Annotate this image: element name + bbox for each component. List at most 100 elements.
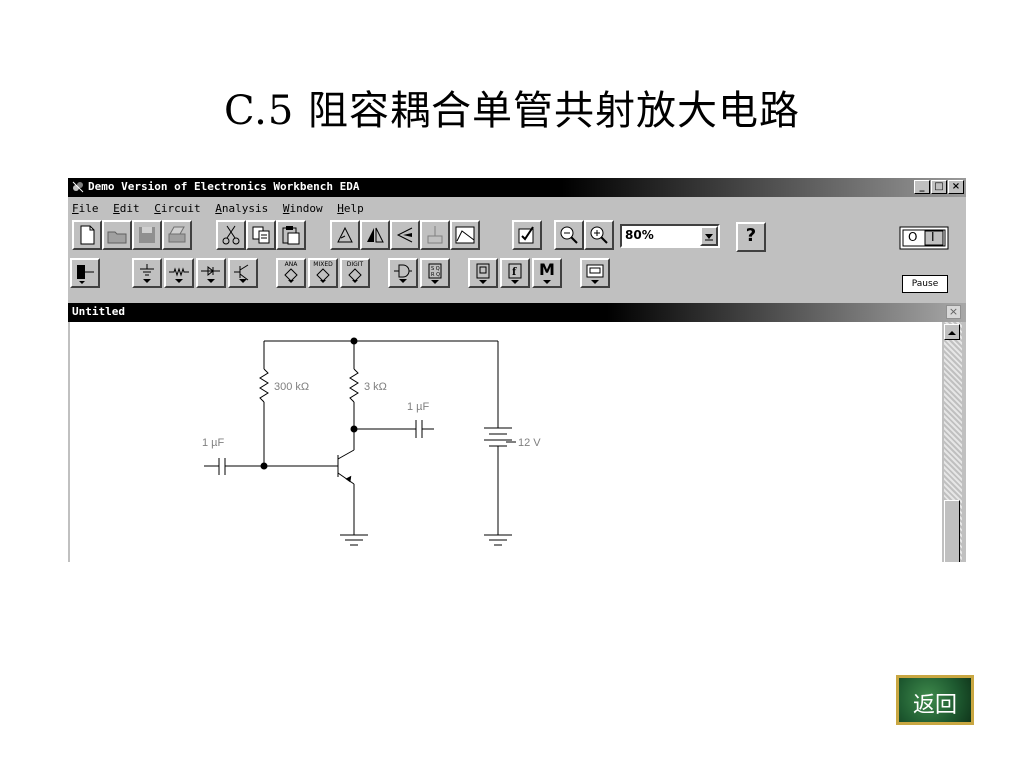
circuit-canvas[interactable]: 300 kΩ 3 kΩ 1 µF 1 µF 12 V: [70, 322, 942, 562]
supply-voltage-label: 12 V: [518, 437, 541, 449]
instrument-icon: [586, 264, 604, 284]
diode-icon: [201, 265, 220, 283]
menu-circuit[interactable]: Circuit: [154, 202, 201, 215]
instruments-bin-button[interactable]: [580, 258, 610, 288]
svg-text:S Q: S Q: [431, 266, 440, 272]
digit-label: DIGIT: [346, 261, 364, 268]
logic-gate-icon: [394, 264, 412, 283]
mixed-ic-icon: [316, 268, 330, 283]
subcircuit-button[interactable]: [420, 220, 450, 250]
slide-title: C.5 阻容耦合单管共射放大电路: [223, 88, 801, 134]
document-titlebar[interactable]: Untitled ×: [68, 303, 966, 322]
rotate-icon: [337, 226, 353, 243]
printer-icon: [168, 226, 186, 243]
scroll-up-button[interactable]: [944, 324, 960, 340]
window-title: Demo Version of Electronics Workbench ED…: [88, 180, 360, 193]
return-button[interactable]: 返回: [896, 675, 974, 725]
pause-button[interactable]: Pause: [902, 275, 948, 293]
flip-horizontal-icon: [367, 227, 384, 243]
output-capacitor-label: 1 µF: [407, 401, 430, 413]
maximize-button[interactable]: □: [931, 180, 947, 194]
chevron-down-icon: [543, 280, 551, 284]
save-button[interactable]: [132, 220, 162, 250]
rotate-button[interactable]: [330, 220, 360, 250]
cut-button[interactable]: [216, 220, 246, 250]
close-button[interactable]: ×: [948, 180, 964, 194]
ewb-application-window: Demo Version of Electronics Workbench ED…: [68, 178, 966, 562]
window-titlebar[interactable]: Demo Version of Electronics Workbench ED…: [68, 178, 966, 197]
resistor-icon: [169, 267, 189, 283]
favorites-bin-icon: [77, 265, 94, 284]
chevron-down-icon[interactable]: [700, 226, 718, 246]
basic-bin-button[interactable]: [164, 258, 194, 288]
junction-top: [350, 337, 358, 345]
logic-gates-bin-button[interactable]: [388, 258, 418, 288]
graph-button[interactable]: [450, 220, 480, 250]
miscellaneous-bin-button[interactable]: M: [532, 258, 562, 288]
zoom-level-select[interactable]: 80%: [620, 224, 720, 248]
help-button[interactable]: ?: [736, 222, 766, 252]
copy-button[interactable]: [246, 220, 276, 250]
transistor-icon: [234, 264, 249, 283]
open-folder-icon: [107, 231, 127, 244]
open-button[interactable]: [102, 220, 132, 250]
scissors-icon: [222, 225, 240, 245]
ana-label: ANA: [284, 261, 298, 268]
flip-flop-icon: S QR Q: [428, 263, 442, 284]
indicator-icon: [476, 263, 490, 284]
print-button[interactable]: [162, 220, 192, 250]
menu-window[interactable]: Window: [282, 202, 323, 215]
zoom-in-button[interactable]: [584, 220, 614, 250]
collector-resistor: [349, 368, 359, 403]
favorites-bin-button[interactable]: [70, 258, 100, 288]
digital-ics-bin-button[interactable]: DIGIT: [340, 258, 370, 288]
new-file-icon: [80, 225, 95, 245]
new-button[interactable]: [72, 220, 102, 250]
component-properties-button[interactable]: [512, 220, 542, 250]
transistors-bin-button[interactable]: [228, 258, 258, 288]
flip-vertical-button[interactable]: [390, 220, 420, 250]
digital-ic-icon: [348, 268, 362, 283]
analog-ic-icon: [284, 268, 298, 283]
return-label: 返回: [912, 693, 957, 718]
copy-icon: [252, 226, 270, 244]
junction-base: [260, 462, 268, 470]
paste-button[interactable]: [276, 220, 306, 250]
controls-bin-button[interactable]: f: [500, 258, 530, 288]
circuit-schematic: 300 kΩ 3 kΩ 1 µF 1 µF 12 V: [202, 337, 541, 546]
analog-ics-bin-button[interactable]: ANA: [276, 258, 306, 288]
sources-bin-button[interactable]: [132, 258, 162, 288]
mixed-ics-bin-button[interactable]: MIXED: [308, 258, 338, 288]
menu-bar: File Edit Circuit Analysis Window Help: [68, 200, 368, 218]
zoom-out-button[interactable]: [554, 220, 584, 250]
indicators-bin-button[interactable]: [468, 258, 498, 288]
power-switch[interactable]: O I: [898, 224, 950, 252]
svg-text:R Q: R Q: [431, 272, 440, 278]
menu-help[interactable]: Help: [337, 202, 364, 215]
menu-analysis[interactable]: Analysis: [215, 202, 269, 215]
diodes-bin-button[interactable]: [196, 258, 226, 288]
menu-edit[interactable]: Edit: [113, 202, 140, 215]
minimize-button[interactable]: _: [914, 180, 930, 194]
function-icon: f: [508, 263, 522, 284]
menu-file[interactable]: File: [72, 202, 99, 215]
misc-m-icon: M: [539, 260, 555, 279]
collector-resistor-label: 3 kΩ: [364, 381, 387, 393]
arrow-up-icon: [948, 331, 956, 335]
input-capacitor-label: 1 µF: [202, 437, 225, 449]
properties-icon: [518, 226, 534, 244]
document-close-button[interactable]: ×: [946, 305, 961, 319]
emitter-arrow: [345, 475, 352, 483]
svg-text:f: f: [512, 267, 517, 278]
power-on-label: I: [931, 230, 935, 244]
zoom-out-icon: [560, 226, 578, 244]
sources-icon: [140, 264, 154, 283]
vertical-scrollbar[interactable]: [944, 322, 962, 562]
flip-horizontal-button[interactable]: [360, 220, 390, 250]
base-resistor-label: 300 kΩ: [274, 381, 309, 393]
scroll-thumb[interactable]: [944, 500, 960, 562]
zoom-level-value: 80%: [625, 228, 654, 242]
flip-vertical-icon: [396, 227, 413, 243]
app-icon: [72, 181, 84, 193]
